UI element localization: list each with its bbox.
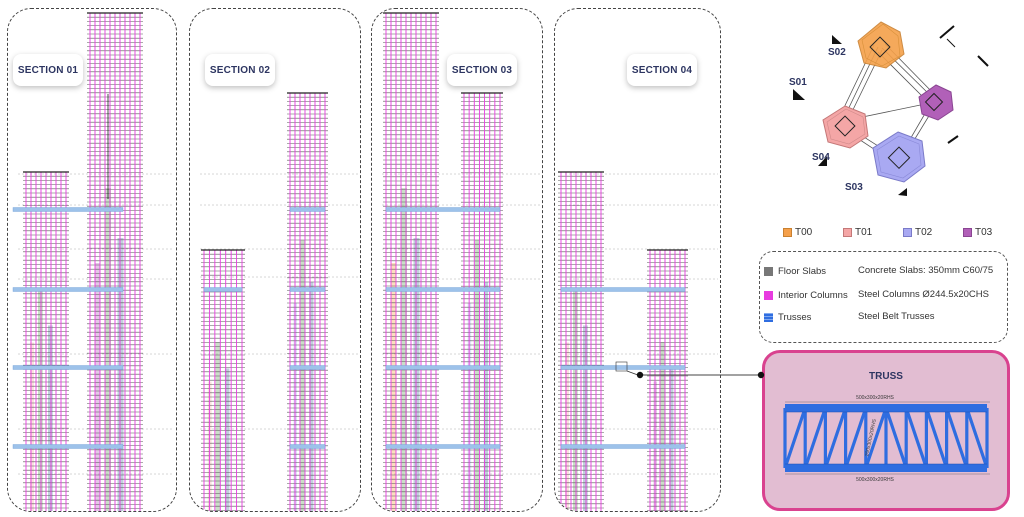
diagonal-member <box>783 407 807 469</box>
belt-truss-band <box>385 287 501 292</box>
marker-s03: S03 <box>845 182 863 193</box>
belt-truss-band <box>385 444 501 449</box>
tower-swatch <box>963 227 972 237</box>
tower-left <box>558 171 604 511</box>
section-01-label[interactable]: SECTION 01 <box>13 54 83 86</box>
tower-legend-item: T01 <box>843 224 903 240</box>
tower-left <box>383 12 439 511</box>
truss-diagram: 500x300x20RHS 200x300x20RHS 500x300x20RH… <box>783 395 990 483</box>
marker-s04: S04 <box>812 152 830 163</box>
tower-legend-item: T00 <box>783 224 843 240</box>
belt-truss-band <box>385 207 501 212</box>
section-04-label[interactable]: SECTION 04 <box>627 54 697 86</box>
tower-label: T01 <box>855 226 873 238</box>
tower-swatch <box>843 227 852 237</box>
diagonal-member <box>945 407 969 469</box>
belt-truss-band <box>289 444 326 449</box>
interior-columns-swatch <box>764 290 773 300</box>
tower-right <box>287 92 328 511</box>
tower-legend: T00 T01 T02 T03 <box>783 224 1023 240</box>
diagonal-member <box>803 407 827 469</box>
truss-detail-callout: 500x300x20RHS 200x300x20RHS 500x300x20RH… <box>762 350 1010 511</box>
tower-left <box>201 249 245 511</box>
legend-name: Trusses <box>778 311 812 323</box>
legend-desc: Concrete Slabs: 350mm C60/75 <box>858 265 994 276</box>
tower-right <box>461 92 503 511</box>
top-chord-label: 500x300x20RHS <box>856 395 894 401</box>
legend-row-floor-slabs: Floor Slabs <box>764 264 826 278</box>
section-02-label[interactable]: SECTION 02 <box>205 54 275 86</box>
belt-truss-band <box>289 365 326 370</box>
legend-desc: Steel Belt Trusses <box>858 311 935 322</box>
diagonal-member <box>844 407 868 469</box>
belt-truss-band <box>12 365 124 370</box>
marker-s01: S01 <box>789 77 807 88</box>
belt-truss-band <box>560 287 686 292</box>
belt-truss-band <box>385 365 501 370</box>
belt-truss-band <box>12 287 124 292</box>
tower-t02-shape <box>872 131 926 183</box>
belt-truss-band <box>560 444 686 449</box>
tower-legend-item: T02 <box>903 224 963 240</box>
diagonal-member <box>965 407 989 469</box>
section-panel-04: SECTION 04 <box>554 8 721 512</box>
legend-name: Interior Columns <box>778 289 848 301</box>
tower-t01-shape <box>822 105 869 149</box>
belt-truss-band <box>12 444 124 449</box>
legend-desc: Steel Columns Ø244.5x20CHS <box>858 289 989 300</box>
bottom-chord-label: 500x300x20RHS <box>856 477 894 483</box>
truss-title: TRUSS <box>869 371 903 382</box>
section-panel-01: SECTION 01 <box>7 8 177 512</box>
diagonal-member <box>884 407 908 469</box>
section-03-drawing <box>382 12 540 511</box>
belt-truss-band <box>12 207 124 212</box>
tower-swatch <box>783 227 792 237</box>
belt-truss-band <box>560 365 686 370</box>
tower-legend-item: T03 <box>963 224 1023 240</box>
section-panel-03: SECTION 03 <box>371 8 543 512</box>
tower-label: T02 <box>915 226 933 238</box>
marker-s02: S02 <box>828 47 846 58</box>
material-legend: Floor Slabs Concrete Slabs: 350mm C60/75… <box>759 251 1008 343</box>
legend-row-interior-columns: Interior Columns <box>764 288 848 302</box>
trusses-swatch <box>764 312 773 322</box>
belt-truss-band <box>289 287 326 292</box>
diagonal-member <box>823 407 848 469</box>
diagonal-member <box>864 407 888 469</box>
belt-truss-band <box>289 207 326 212</box>
tower-t00-shape <box>857 21 905 69</box>
tower-right <box>87 12 143 511</box>
diagonal-member <box>924 407 949 469</box>
section-panel-02: SECTION 02 <box>189 8 361 512</box>
key-plan: S02 S01 S04 S03 <box>789 21 989 196</box>
legend-name: Floor Slabs <box>778 265 827 277</box>
tower-left <box>23 171 69 511</box>
tower-label: T03 <box>975 226 993 238</box>
tower-label: T00 <box>795 226 813 238</box>
floor-slabs-swatch <box>764 266 773 276</box>
tower-t03-shape <box>918 84 954 121</box>
section-02-drawing <box>200 92 358 511</box>
section-01-drawing <box>12 12 173 511</box>
tower-swatch <box>903 227 912 237</box>
section-03-label[interactable]: SECTION 03 <box>447 54 517 86</box>
diagonal-member <box>904 407 928 469</box>
legend-row-trusses: Trusses <box>764 310 811 324</box>
belt-truss-band <box>203 287 243 292</box>
truss-members <box>783 404 989 472</box>
